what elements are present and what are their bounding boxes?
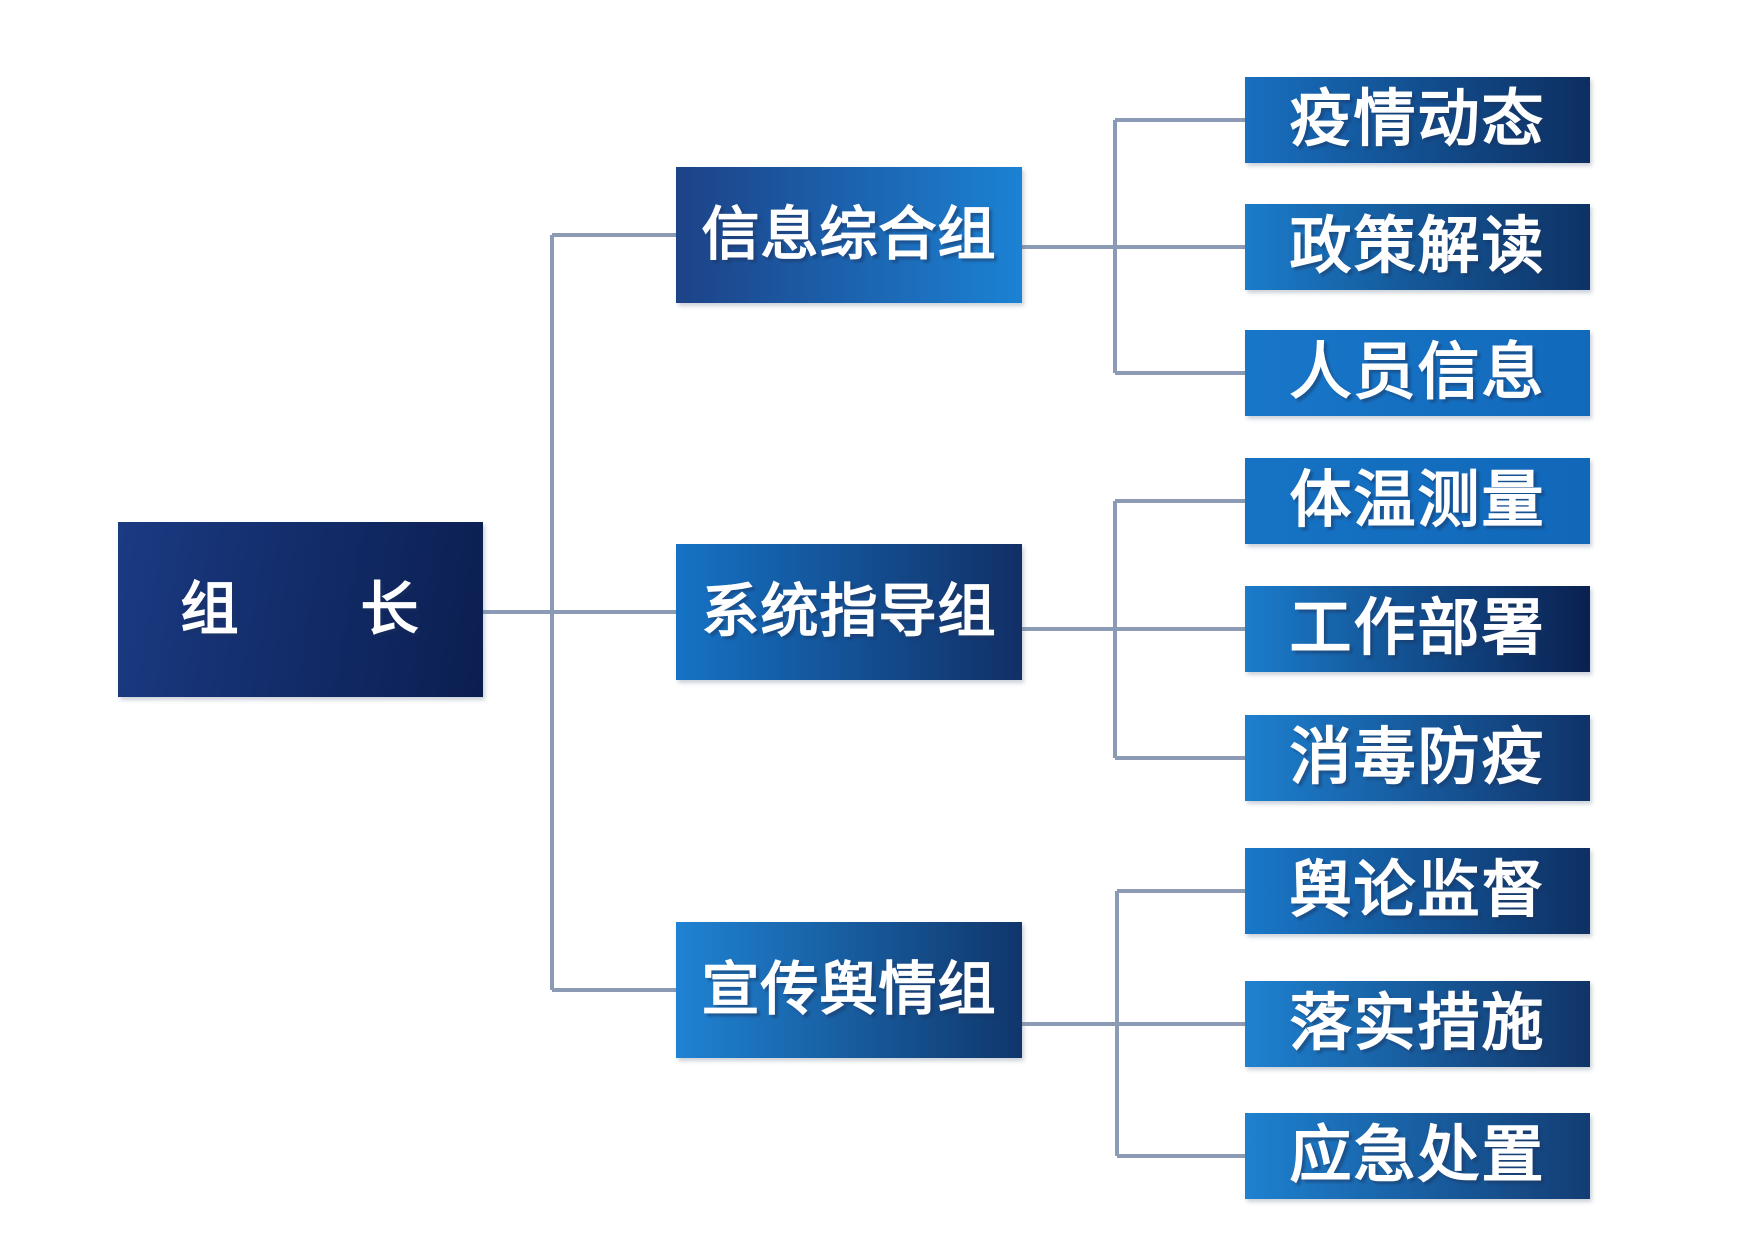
node-label: 应急处置 (1289, 1122, 1546, 1190)
node-label: 工作部署 (1289, 595, 1546, 663)
node-public-opinion-supervision: 舆论监督 (1245, 848, 1590, 934)
node-label: 疫情动态 (1289, 86, 1546, 154)
node-work-deployment: 工作部署 (1245, 586, 1590, 672)
node-label: 落实措施 (1289, 990, 1546, 1058)
node-policy-interpretation: 政策解读 (1245, 204, 1590, 290)
node-label: 舆论监督 (1289, 857, 1546, 925)
node-system-guidance-group: 系统指导组 (676, 544, 1022, 680)
node-temperature-measurement: 体温测量 (1245, 458, 1590, 544)
node-disinfection-prevention: 消毒防疫 (1245, 715, 1590, 801)
node-label: 政策解读 (1289, 213, 1546, 281)
node-label: 系统指导组 (701, 579, 997, 644)
node-label: 体温测量 (1289, 467, 1546, 535)
node-personnel-info: 人员信息 (1245, 330, 1590, 416)
node-publicity-opinion-group: 宣传舆情组 (676, 922, 1022, 1058)
node-label: 信息综合组 (701, 202, 997, 267)
node-label: 组 长 (180, 576, 421, 642)
node-group-leader: 组 长 (118, 522, 483, 697)
node-implement-measures: 落实措施 (1245, 981, 1590, 1067)
node-label: 消毒防疫 (1289, 724, 1546, 792)
node-emergency-response: 应急处置 (1245, 1113, 1590, 1199)
node-label: 人员信息 (1289, 339, 1546, 407)
node-information-synthesis-group: 信息综合组 (676, 167, 1022, 303)
node-label: 宣传舆情组 (701, 957, 997, 1022)
node-epidemic-updates: 疫情动态 (1245, 77, 1590, 163)
